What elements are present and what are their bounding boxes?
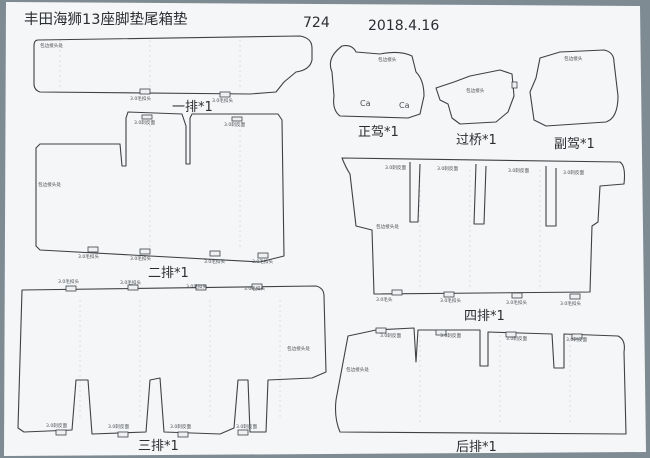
row3-clip-bottom-2: 3.0刺反面 xyxy=(108,423,129,430)
row1-edge-note: 包边接头处 xyxy=(40,42,63,49)
row2-edge-note: 包边接头处 xyxy=(38,181,61,188)
row3-clip-bottom-1: 3.0刺反面 xyxy=(46,422,67,429)
driver-c1: Ca xyxy=(360,99,371,108)
row2-clip-3: 3.0毛扣头 xyxy=(204,258,225,265)
row4-mat: 3.0刺反面 3.0刺反面 3.0刺反面 3.0刺反面 包边接头处 3.0毛头 … xyxy=(341,157,626,324)
row4-clip-top-2: 3.0刺反面 xyxy=(437,165,458,172)
fold-lines xyxy=(59,40,571,425)
row4-clip-bottom-4: 3.0毛扣头 xyxy=(560,300,581,307)
row4-label: 四排*1 xyxy=(464,309,505,324)
driver-label: 正驾*1 xyxy=(358,125,399,140)
row3-edge-note: 包边接头处 xyxy=(287,345,310,352)
rear-mat: 3.0刺反面 3.0刺反面 3.0刺反面 3.0刺反面 包边接头处 后排*1 xyxy=(334,327,627,455)
bridge-mat: 包边接头 过桥*1 xyxy=(435,69,518,148)
row3-mat: 3.0毛扣头 3.0毛扣头 3.0毛扣头 3.0毛扣头 包边接头处 3.0刺反面… xyxy=(17,278,327,454)
row1-label: 一排*1 xyxy=(172,100,213,115)
row4-edge-note: 包边接头处 xyxy=(376,223,399,230)
sheet-title: 丰田海狮13座脚垫尾箱垫 xyxy=(24,11,188,28)
row2-clip-top-2: 3.0刺反面 xyxy=(224,121,245,128)
rear-clip-top-4: 3.0刺反面 xyxy=(566,336,587,343)
row2-label: 二排*1 xyxy=(148,266,189,281)
rear-label: 后排*1 xyxy=(456,440,497,455)
driver-mat: 包边接头 Ca Ca 正驾*1 xyxy=(329,45,425,140)
row2-mat: 包边接头处 3.0刺反面 3.0刺反面 3.0毛扣头 3.0毛扣头 3.0毛扣头… xyxy=(35,111,285,281)
paper-background xyxy=(4,2,646,456)
row3-clip-top-3: 3.0毛扣头 xyxy=(186,283,207,290)
row3-label: 三排*1 xyxy=(138,439,179,454)
bridge-label: 过桥*1 xyxy=(456,133,497,148)
rear-clip-top-3: 3.0刺反面 xyxy=(506,335,527,342)
passenger-label: 副驾*1 xyxy=(554,137,595,152)
driver-c2: Ca xyxy=(399,101,410,110)
row1-mat: 包边接头处 3.0毛扣头 3.0毛扣头 一排*1 xyxy=(33,35,313,115)
row4-clip-top-4: 3.0刺反面 xyxy=(563,169,584,176)
rear-clip-top-2: 3.0刺反面 xyxy=(440,332,461,339)
row3-clip-top-1: 3.0毛扣头 xyxy=(58,278,79,285)
row3-clip-top-4: 3.0毛扣头 xyxy=(244,285,265,292)
row3-clip-bottom-4: 3.0刺反面 xyxy=(236,423,257,430)
row2-clip-1: 3.0毛扣头 xyxy=(78,253,99,260)
row4-clip-top-1: 3.0刺反面 xyxy=(385,164,406,171)
row4-clip-top-3: 3.0刺反面 xyxy=(508,167,529,174)
row2-clip-4: 3.0毛扣头 xyxy=(252,258,273,265)
passenger-mat: 包边接头 副驾*1 xyxy=(529,49,619,152)
row4-clip-bottom-1: 3.0毛头 xyxy=(376,296,393,303)
row2-clip-top-1: 3.0刺反面 xyxy=(134,119,155,126)
rear-clip-top-1: 3.0刺反面 xyxy=(380,332,401,339)
driver-edge-note: 包边接头 xyxy=(378,56,397,63)
row3-clip-bottom-3: 3.0刺反面 xyxy=(170,423,191,430)
row1-clip-note-2: 3.0毛扣头 xyxy=(212,97,233,104)
template-date: 2018.4.16 xyxy=(368,18,439,34)
rear-edge-note: 包边接头处 xyxy=(346,366,369,373)
row4-clip-bottom-3: 3.0毛扣头 xyxy=(506,299,527,306)
row4-clip-bottom-2: 3.0毛扣头 xyxy=(440,297,461,304)
template-code: 724 xyxy=(303,15,330,31)
passenger-edge-note: 包边接头 xyxy=(564,55,583,62)
row2-clip-2: 3.0毛扣头 xyxy=(130,255,151,262)
row3-clip-top-2: 3.0毛扣头 xyxy=(120,279,141,286)
bridge-edge-note: 包边接头 xyxy=(466,87,485,94)
row1-clip-note-1: 3.0毛扣头 xyxy=(130,95,151,102)
